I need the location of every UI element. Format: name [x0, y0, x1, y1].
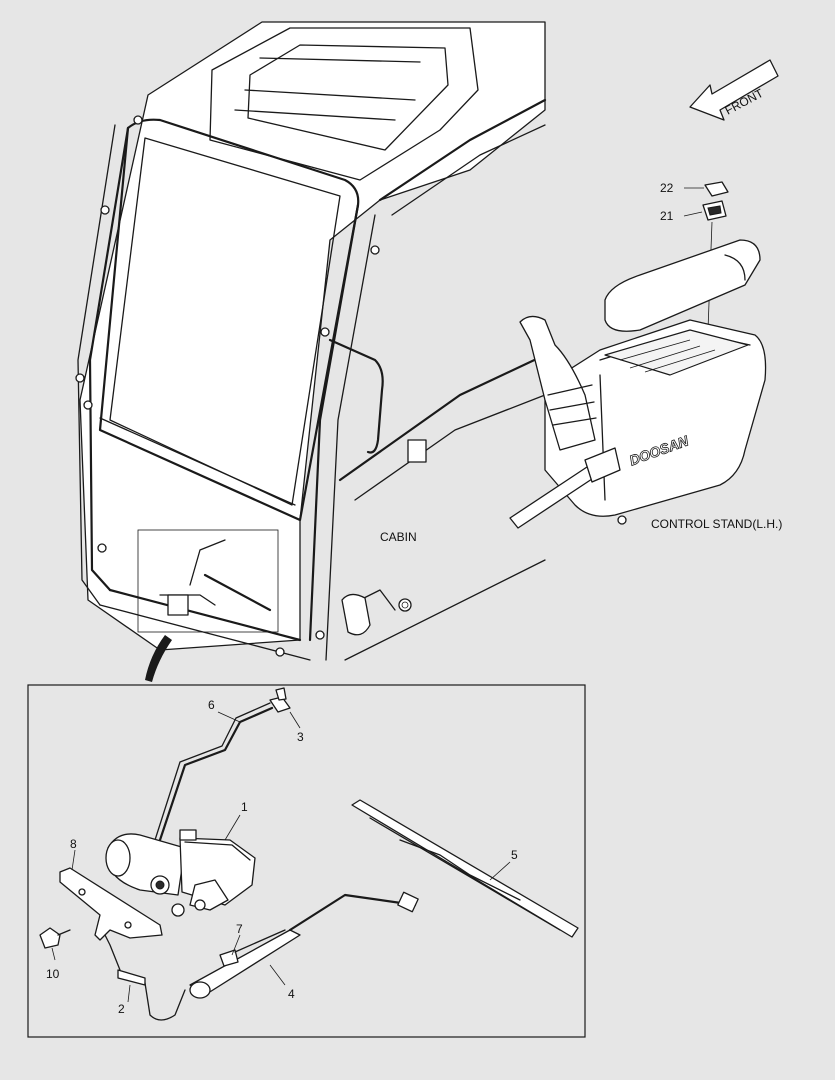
cabin-label: CABIN	[380, 530, 417, 544]
washer-nozzle-part-2	[117, 969, 146, 986]
switch-cap-part-22	[704, 181, 729, 197]
bracket-part-8	[59, 867, 163, 941]
callout-22: 22	[660, 181, 674, 195]
callout-8: 8	[70, 837, 77, 851]
front-direction-arrow: FRONT	[689, 59, 779, 121]
wiper-assembly-detail	[39, 687, 579, 1021]
callout-10: 10	[46, 967, 60, 981]
callout-1: 1	[241, 800, 248, 814]
detail-view-frame	[27, 684, 586, 1038]
control-stand-label: CONTROL STAND(L.H.)	[651, 517, 782, 531]
wiper-blade-part-5	[351, 799, 579, 938]
callout-5: 5	[511, 848, 518, 862]
callout-3: 3	[297, 730, 304, 744]
callout-4: 4	[288, 987, 295, 1001]
callout-7: 7	[236, 922, 243, 936]
control-stand-illustration: DOOSAN CONTROL STAND(L.H.)	[509, 181, 782, 531]
callout-2: 2	[118, 1002, 125, 1016]
cabin-illustration: CABIN	[75, 21, 547, 682]
callout-21: 21	[660, 209, 674, 223]
callout-6: 6	[208, 698, 215, 712]
bolt-part-10	[39, 927, 61, 949]
